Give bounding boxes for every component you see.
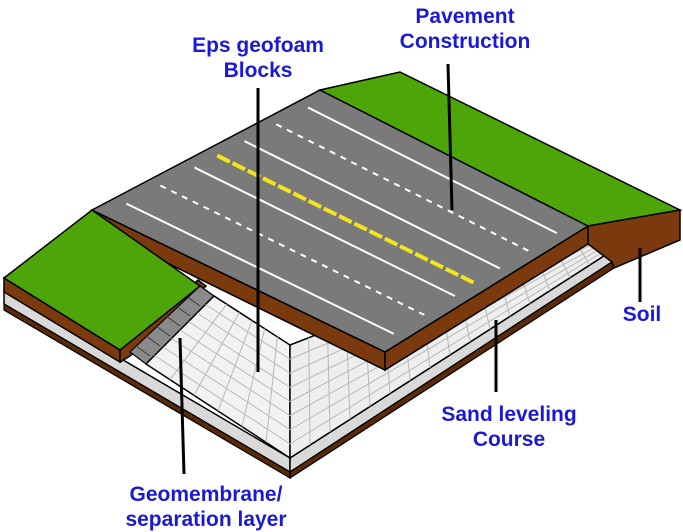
pavement-pointer-line <box>446 63 454 211</box>
lane-edge-line <box>125 202 395 335</box>
sand-label-line-1: Sand leveling <box>441 403 577 426</box>
geofoam-label-line-2: Blocks <box>223 59 293 82</box>
geofoam-label-line-1: Eps geofoam <box>192 34 324 57</box>
geofoam-joint-line <box>217 320 253 412</box>
center-line <box>216 153 477 286</box>
lane-edge-line <box>307 106 558 235</box>
pointer-lines <box>178 63 642 475</box>
eps-geofoam-label: Eps geofoam Blocks <box>180 33 336 83</box>
geomembrane-label-line-2: separation layer <box>125 508 287 531</box>
geofoam-joint-line <box>327 330 331 433</box>
pavement-label-line-1: Pavement <box>415 5 515 28</box>
sand-leveling-label: Sand leveling Course <box>424 402 594 452</box>
geomembrane-label-line-1: Geomembrane/ <box>129 483 283 506</box>
geofoam-joint-line <box>308 337 311 446</box>
geofoam-joint-line <box>193 312 240 396</box>
pavement-construction-label: Pavement Construction <box>372 4 558 54</box>
geomembrane-steps <box>135 295 201 357</box>
geomembrane-label: Geomembrane/ separation layer <box>104 482 308 532</box>
geomembrane-pointer-line <box>178 337 186 475</box>
geofoam-joint-line <box>241 328 266 427</box>
geofoam-joint-line <box>265 336 278 443</box>
lane-edge-line <box>244 140 501 270</box>
left-grass <box>2 209 202 351</box>
soil-label: Soil <box>612 302 672 327</box>
right-soil-front <box>587 209 681 270</box>
pavement-label-line-2: Construction <box>399 30 531 53</box>
lane-edge-line <box>194 166 456 297</box>
soil-label-line-1: Soil <box>622 303 662 326</box>
lane-markings <box>125 106 558 335</box>
sand-label-line-2: Course <box>472 428 546 451</box>
lane-divider-dashed <box>160 184 425 316</box>
